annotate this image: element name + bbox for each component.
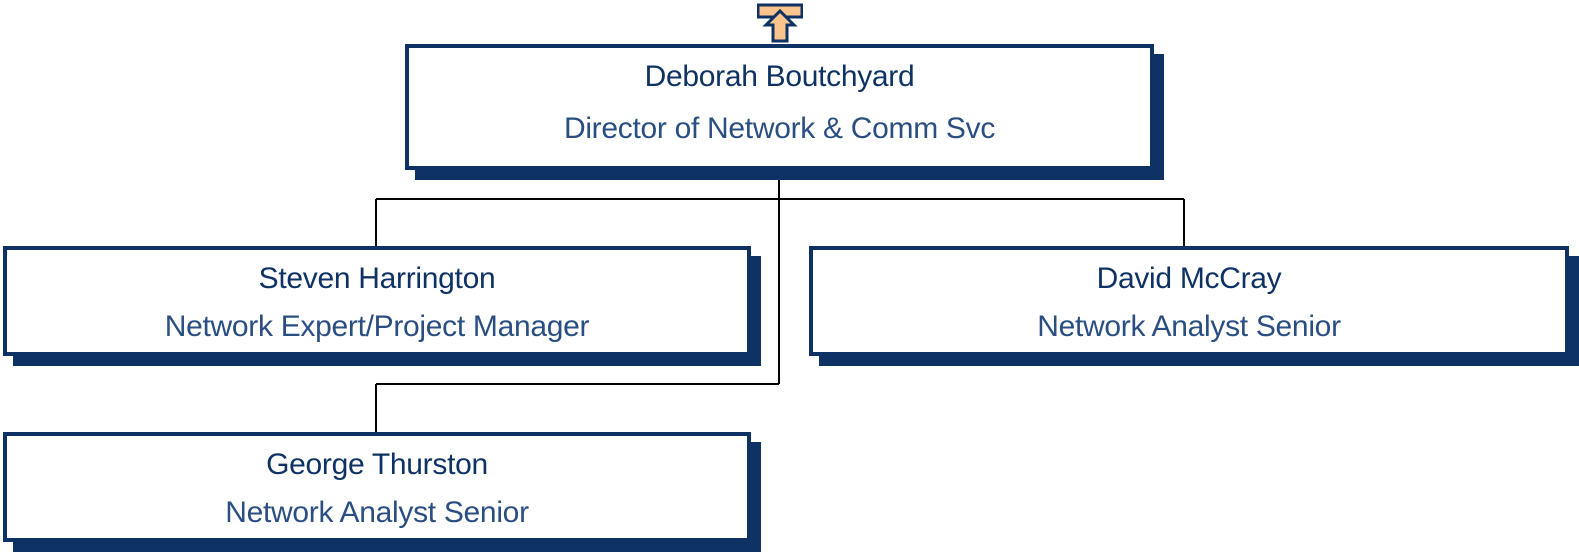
node-name: David McCray [1096, 262, 1282, 295]
node-title: Director of Network & Comm Svc [563, 112, 996, 145]
node-title: Network Analyst Senior [225, 496, 529, 529]
node-name: George Thurston [266, 448, 488, 481]
up-arrow-icon [757, 3, 803, 43]
org-node-george-thurston[interactable]: George Thurston Network Analyst Senior [3, 432, 751, 542]
navigate-up-button[interactable] [757, 2, 803, 44]
node-name: Deborah Boutchyard [644, 60, 915, 93]
node-title: Network Analyst Senior [1037, 310, 1341, 343]
node-name: Steven Harrington [258, 262, 496, 295]
org-node-steven-harrington[interactable]: Steven Harrington Network Expert/Project… [3, 246, 751, 356]
node-title: Network Expert/Project Manager [164, 310, 590, 343]
org-node-root[interactable]: Deborah Boutchyard Director of Network &… [405, 44, 1154, 170]
org-node-david-mccray[interactable]: David McCray Network Analyst Senior [809, 246, 1569, 356]
